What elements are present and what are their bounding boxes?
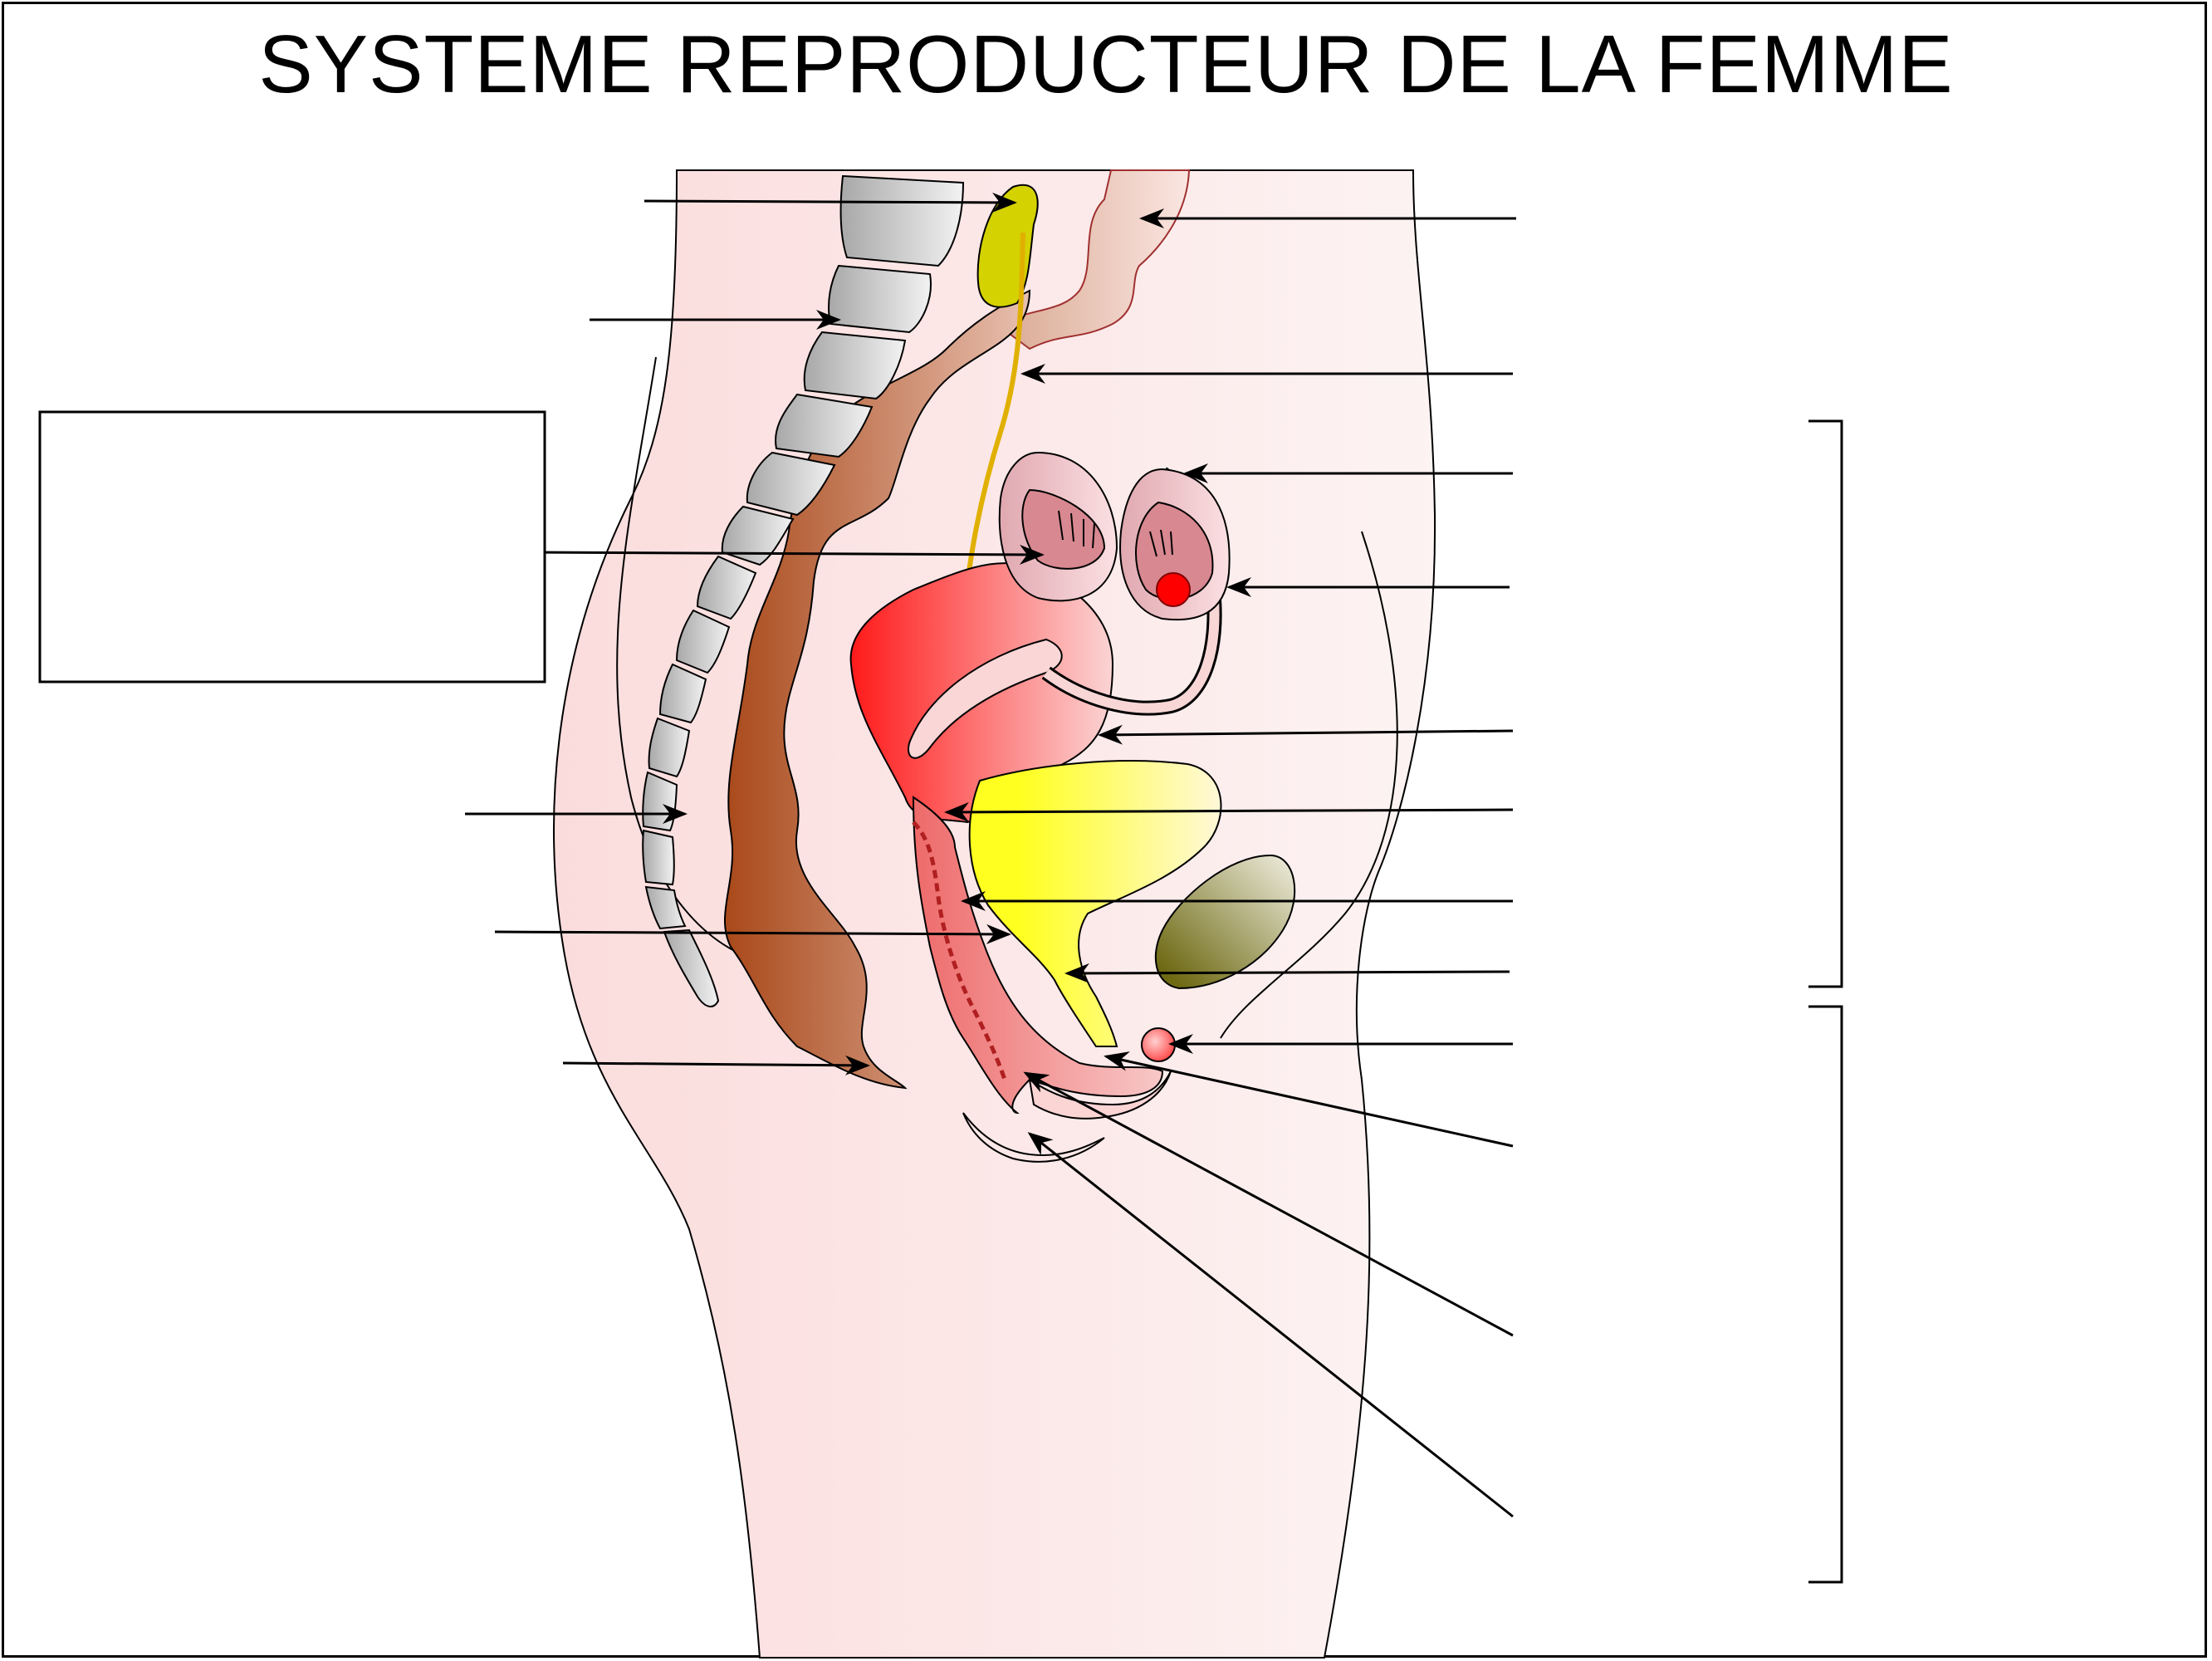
abdominal-wall-line (1220, 531, 1398, 1039)
vagina (912, 796, 1164, 1115)
arrow-labia-minora (1104, 1051, 1514, 1148)
arrow-uterus (1098, 724, 1514, 745)
left-callouts (465, 192, 1045, 1075)
arrow-yellow-gland (644, 192, 1017, 213)
bracket-external-organs (1808, 1005, 1843, 1584)
arrow-urethra (1064, 963, 1510, 983)
arrow-cervix (944, 801, 1514, 822)
arrow-anus (562, 1055, 870, 1075)
label-box[interactable] (38, 410, 546, 684)
clitoris (1141, 1027, 1176, 1062)
arrow-vaginal-opening (1023, 1071, 1514, 1337)
arrow-vaginal-wall (494, 924, 1011, 944)
ovary-right (1119, 468, 1231, 621)
spine (642, 174, 965, 1007)
bracket-internal-organs (1808, 419, 1843, 988)
ovary-follicle (1156, 572, 1191, 607)
page-title: SYSTEME REPRODUCTEUR DE LA FEMME (258, 18, 1954, 110)
labia-majora (962, 1112, 1105, 1163)
vaginal-wall (912, 821, 1007, 1080)
right-callouts (944, 208, 1516, 1518)
arrow-labia-majora (1027, 1132, 1514, 1518)
arrow-ovary-left (529, 544, 1045, 565)
